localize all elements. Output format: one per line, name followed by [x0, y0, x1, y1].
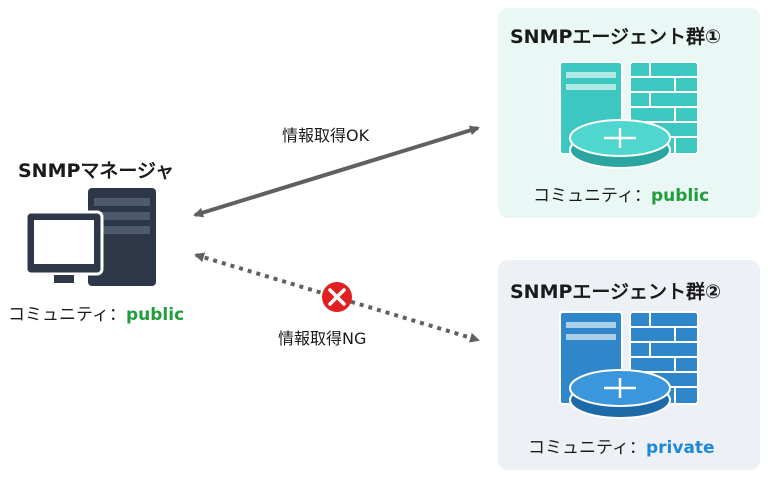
- manager-computer-icon: [24, 188, 156, 286]
- agent-group-1-devices-icon: [559, 61, 699, 169]
- ok-link-arrow: [193, 125, 480, 218]
- manager-community: コミュニティ：public: [8, 300, 184, 325]
- agent-group-2-devices-icon: [559, 311, 699, 419]
- ng-link-label: 情報取得NG: [278, 329, 367, 348]
- community-label: コミュニティ：: [528, 438, 646, 458]
- community-label: コミュニティ：: [533, 186, 651, 206]
- community-value: public: [650, 186, 710, 206]
- blocked-x-icon: [322, 282, 352, 312]
- community-value: private: [645, 438, 715, 458]
- agent-group-1-community: コミュニティ：public: [533, 181, 709, 206]
- agent-group-1-title: SNMPエージェント群①: [510, 26, 722, 48]
- agent-group-2-title: SNMPエージェント群②: [510, 281, 722, 303]
- agent-group-2-community: コミュニティ：private: [528, 433, 715, 458]
- community-value: public: [125, 305, 185, 325]
- ok-link-label: 情報取得OK: [282, 126, 370, 145]
- manager-title: SNMPマネージャ: [18, 160, 175, 182]
- community-label: コミュニティ：: [8, 305, 126, 325]
